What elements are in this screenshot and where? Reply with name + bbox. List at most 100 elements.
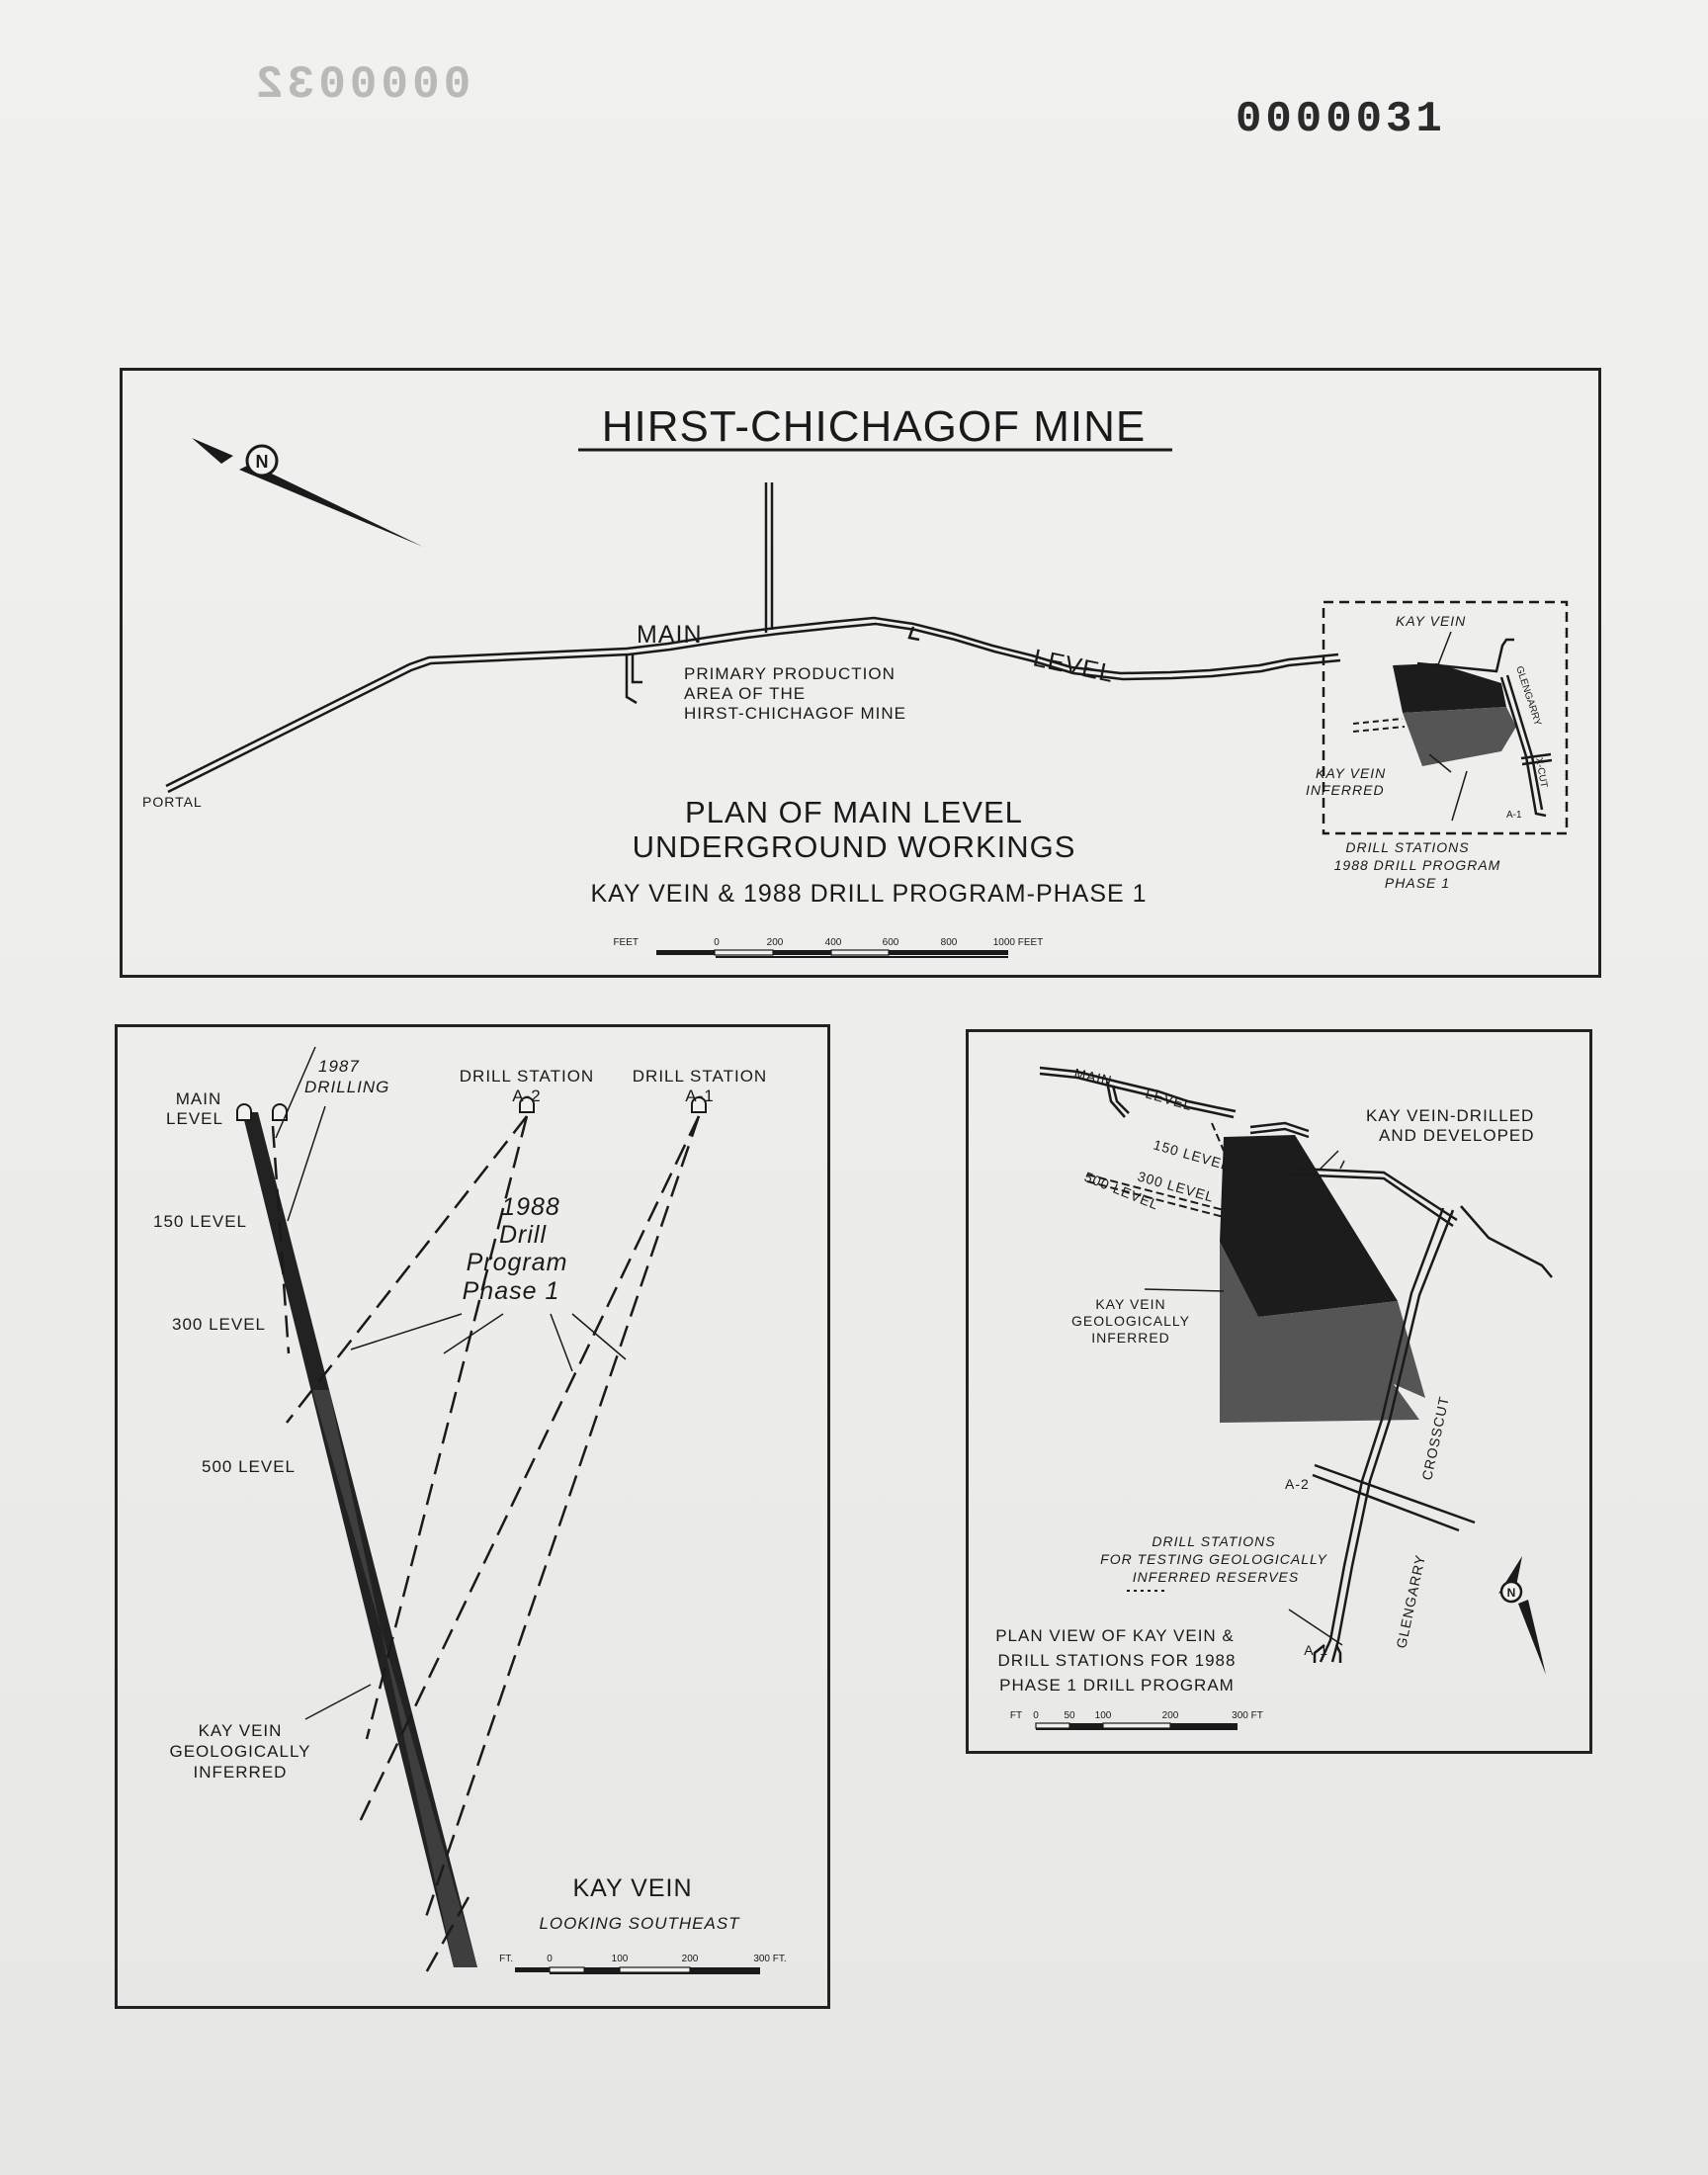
svg-text:Drill: Drill [499,1221,547,1249]
inset-a1-label: A-1 [1506,810,1522,821]
inset-drill-stations-label: DRILL STATIONS 1988 DRILL PROGRAM PHASE … [1334,839,1501,891]
inset-vein [1352,631,1553,822]
mirrored-page-number: 0000032 [252,59,471,111]
svg-text:LEVEL: LEVEL [1144,1086,1194,1114]
svg-text:INFERRED: INFERRED [1306,782,1385,798]
inset-xcut-label: X-CUT [1533,757,1549,789]
svg-text:0: 0 [714,937,720,948]
kay-vein-section-diagram: MAIN LEVEL 1987 DRILLING DRILL STATION A… [153,1046,787,1977]
svg-text:KAY VEIN: KAY VEIN [1095,1296,1165,1312]
kay-vein-plan-map: MAIN LEVEL 150 LEVEL 300 LEVEL 500 LEVEL… [995,1065,1553,1730]
plan-level-drifts [1086,1122,1225,1218]
svg-text:FEET: FEET [613,937,639,948]
page-number: 0000031 [1236,95,1446,144]
svg-text:200: 200 [682,1954,699,1964]
svg-text:KAY VEIN: KAY VEIN [199,1721,283,1740]
svg-text:PRIMARY PRODUCTION: PRIMARY PRODUCTION [684,664,896,683]
plan-drill-stations-label: DRILL STATIONS FOR TESTING GEOLOGICALLY … [1100,1533,1327,1585]
drill-program-1988-label: 1988 Drill Program Phase 1 [463,1193,567,1305]
svg-text:HIRST-CHICHAGOF MINE: HIRST-CHICHAGOF MINE [684,704,906,723]
inset-inferred-label: KAY VEIN INFERRED [1306,765,1386,798]
top-scale-bar: FEET 0 200 400 600 800 1000 FEET [613,937,1043,958]
plan-crosscut-label: CROSSCUT [1418,1395,1452,1482]
section-inferred-label: KAY VEIN GEOLOGICALLY INFERRED [169,1721,310,1782]
svg-text:INFERRED RESERVES: INFERRED RESERVES [1133,1569,1299,1585]
level-500-label: 500 LEVEL [202,1457,296,1476]
svg-text:KAY VEIN-DRILLED: KAY VEIN-DRILLED [1366,1106,1534,1125]
caption-line-1: PLAN OF MAIN LEVEL [685,795,1023,829]
svg-text:PLAN VIEW OF KAY VEIN &: PLAN VIEW OF KAY VEIN & [995,1626,1235,1645]
svg-text:FOR TESTING GEOLOGICALLY: FOR TESTING GEOLOGICALLY [1100,1551,1327,1567]
svg-text:200: 200 [767,937,784,948]
main-word-label: MAIN [637,621,703,649]
svg-text:GEOLOGICALLY: GEOLOGICALLY [1071,1313,1190,1329]
main-level-markers [236,1096,707,1121]
svg-text:300 FT.: 300 FT. [753,1954,786,1964]
svg-text:1988 DRILL PROGRAM: 1988 DRILL PROGRAM [1334,857,1501,873]
svg-text:PHASE 1 DRILL PROGRAM: PHASE 1 DRILL PROGRAM [999,1676,1235,1695]
svg-text:200: 200 [1162,1710,1179,1721]
svg-text:INFERRED: INFERRED [1091,1330,1170,1346]
svg-text:AREA OF THE: AREA OF THE [684,684,806,703]
svg-text:100: 100 [1095,1710,1112,1721]
kay-vein-section-panel: MAIN LEVEL 1987 DRILLING DRILL STATION A… [115,1024,830,2009]
north-arrow-icon: N [192,438,423,547]
svg-text:FT.: FT. [499,1954,513,1964]
plan-north-arrow-icon: N [1498,1556,1546,1675]
svg-text:1988: 1988 [501,1193,560,1221]
level-150-label: 150 LEVEL [153,1212,247,1231]
inset-glengarry-label: GLENGARRY [1513,665,1543,728]
section-caption: KAY VEIN LOOKING SOUTHEAST [539,1874,739,1933]
main-level-plan-panel: HIRST-CHICHAGOF MINE N MAIN LEVEL [120,368,1601,978]
plan-glengarry-label: GLENGARRY [1393,1553,1428,1650]
level-300-label: 300 LEVEL [172,1315,266,1334]
plan-drilled-developed-label: KAY VEIN-DRILLED AND DEVELOPED [1366,1106,1535,1145]
svg-text:GEOLOGICALLY: GEOLOGICALLY [169,1742,310,1761]
svg-text:Phase 1: Phase 1 [463,1277,560,1305]
portal-label: PORTAL [142,794,203,810]
production-area-label: PRIMARY PRODUCTION AREA OF THE HIRST-CHI… [684,664,906,723]
svg-text:300 FT: 300 FT [1232,1710,1263,1721]
plan-tunnels [1039,1066,1553,1663]
svg-text:0: 0 [547,1954,553,1964]
plan-level-150-label: 150 LEVEL [1152,1137,1232,1174]
svg-text:DRILLING: DRILLING [304,1078,389,1096]
drill-station-a2-label: DRILL STATION A-2 [460,1067,593,1105]
level-word-label: LEVEL [1031,644,1117,688]
svg-text:DRILL STATION: DRILL STATION [633,1067,767,1086]
svg-text:KAY VEIN: KAY VEIN [572,1874,692,1902]
map-title: HIRST-CHICHAGOF MINE [602,402,1146,451]
caption-line-3: KAY VEIN & 1988 DRILL PROGRAM-PHASE 1 [590,880,1147,908]
svg-text:DRILL STATIONS FOR 1988: DRILL STATIONS FOR 1988 [998,1651,1237,1670]
vein-inferred-area [1220,1242,1425,1423]
vein-drilled-area [1220,1135,1398,1317]
svg-text:A-1: A-1 [685,1087,714,1105]
main-level-label: MAIN LEVEL [166,1089,223,1128]
svg-text:DRILL STATIONS: DRILL STATIONS [1152,1533,1275,1549]
svg-text:100: 100 [612,1954,629,1964]
main-level-tunnel [165,482,1341,794]
kay-vein-plan-panel: MAIN LEVEL 150 LEVEL 300 LEVEL 500 LEVEL… [966,1029,1592,1754]
plan-caption: PLAN OF MAIN LEVEL UNDERGROUND WORKINGS … [590,795,1147,908]
north-label: N [256,452,269,472]
svg-text:MAIN: MAIN [1072,1065,1113,1088]
svg-text:LEVEL: LEVEL [166,1109,223,1128]
svg-text:50: 50 [1064,1710,1075,1721]
plan-scale-bar: FT 0 50 100 200 300 FT [1010,1710,1263,1730]
svg-text:MAIN: MAIN [176,1089,222,1108]
svg-text:600: 600 [883,937,899,948]
svg-text:INFERRED: INFERRED [194,1763,288,1782]
svg-text:DRILL STATIONS: DRILL STATIONS [1345,839,1469,855]
section-scale-bar: FT. 0 100 200 300 FT. [499,1954,787,1974]
main-level-plan-map: HIRST-CHICHAGOF MINE N MAIN LEVEL [142,402,1569,958]
inset-kay-vein-label: KAY VEIN [1396,613,1466,629]
svg-text:400: 400 [825,937,842,948]
plan-a1-label: A-1 [1304,1642,1328,1658]
svg-text:N: N [1507,1586,1516,1600]
svg-text:KAY VEIN: KAY VEIN [1316,765,1386,781]
plan-inferred-label: KAY VEIN GEOLOGICALLY INFERRED [1071,1296,1190,1346]
svg-text:AND DEVELOPED: AND DEVELOPED [1379,1126,1535,1145]
plan-a2-label: A-2 [1285,1476,1310,1492]
plan-caption: PLAN VIEW OF KAY VEIN & DRILL STATIONS F… [995,1626,1237,1695]
